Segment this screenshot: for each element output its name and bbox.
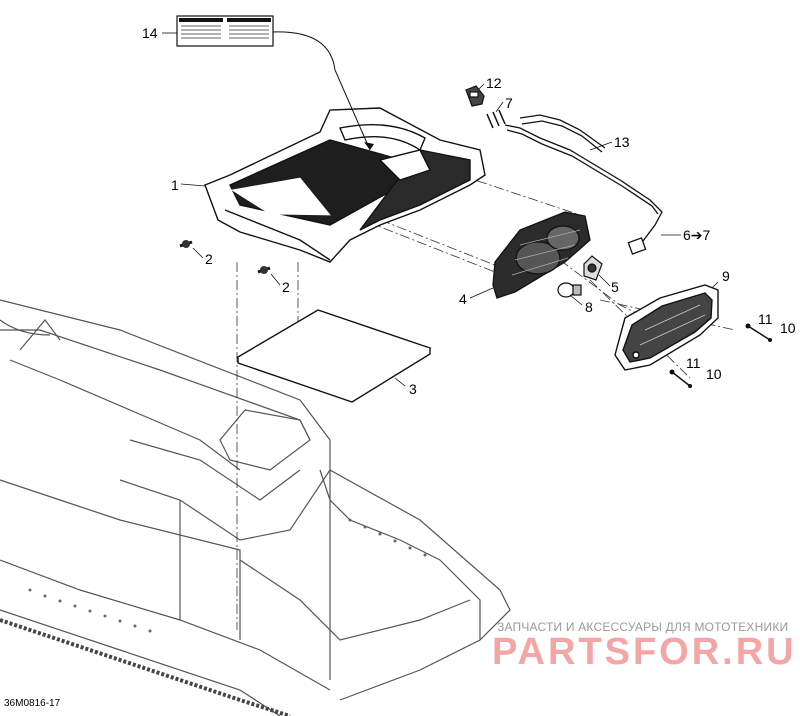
callout-7: 7 — [505, 95, 513, 111]
part-3-foam-pad — [236, 309, 432, 403]
track-tread — [0, 618, 291, 716]
callout-9: 9 — [722, 268, 730, 284]
part-4-taillight-base — [492, 211, 591, 299]
part-1-seat-base — [204, 107, 486, 263]
callout-2-b: 2 — [282, 279, 290, 295]
callout-12: 12 — [486, 75, 502, 91]
callout-labels: 14 1 2 2 3 4 5 8 6➔7 9 11 10 11 10 12 7 … — [142, 25, 796, 397]
callout-10-a: 10 — [780, 320, 796, 336]
callout-13: 13 — [614, 134, 630, 150]
drawing-code: 36M0816-17 — [4, 698, 61, 709]
callout-1: 1 — [171, 177, 179, 193]
part-10-11-screw-upper — [745, 323, 772, 342]
callout-leaders — [162, 32, 719, 387]
watermark-brand: PARTSFOR.RU — [492, 631, 797, 673]
watermark-tagline: ЗАПЧАСТИ И АКСЕССУАРЫ ДЛЯ МОТОТЕХНИКИ — [497, 620, 789, 634]
part-5-bulb-socket — [583, 255, 603, 281]
callout-14: 14 — [142, 25, 158, 41]
callout-10-b: 10 — [706, 366, 722, 382]
part-8-bulb — [557, 282, 582, 298]
part-12-connector — [465, 85, 485, 107]
part-14-warning-label — [176, 15, 374, 151]
callout-11-a: 11 — [758, 311, 773, 327]
callout-8: 8 — [585, 299, 593, 315]
callout-2-a: 2 — [205, 251, 213, 267]
part-2-screw-a — [179, 240, 193, 248]
part-10-11-screw-lower — [669, 369, 692, 388]
callout-4: 4 — [459, 291, 467, 307]
callout-5: 5 — [611, 279, 619, 295]
callout-6-7: 6➔7 — [683, 227, 711, 243]
callout-3: 3 — [409, 381, 417, 397]
part-7-terminals — [486, 109, 506, 129]
part-2-screw-b — [257, 266, 271, 274]
part-9-taillight-lens — [614, 284, 719, 371]
chassis-frame — [0, 299, 511, 716]
frame-rivet-row — [28, 518, 427, 633]
part-13-wiring-harness — [504, 114, 663, 255]
callout-11-b: 11 — [686, 355, 701, 371]
